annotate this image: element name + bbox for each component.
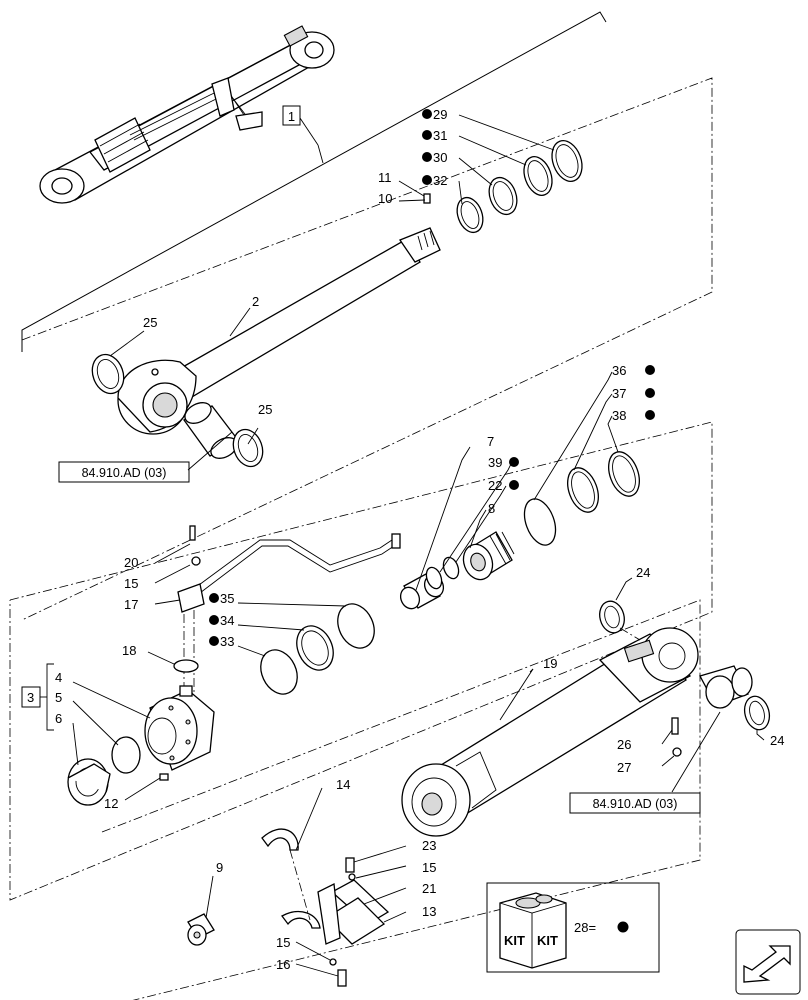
callout-24-right: 24: [770, 733, 784, 748]
kit-legend: KIT KIT 28=: [486, 882, 660, 973]
piston-components: [399, 371, 640, 610]
callout-25-mid: 25: [258, 402, 272, 417]
callout-1-box: 1: [282, 105, 324, 164]
assembly-frames: [9, 11, 713, 1000]
cylinder-head: [21, 663, 215, 806]
kit-dot-32: [422, 175, 432, 185]
kit-label-1: KIT: [504, 933, 525, 948]
hydraulic-pipe: [154, 525, 401, 700]
kit-box-icon: KIT KIT: [499, 892, 567, 969]
callout-13: 13: [422, 904, 436, 919]
assembled-cylinder-illustration: [39, 25, 335, 204]
callout-22: 22: [488, 478, 502, 493]
spacer-9: [187, 875, 215, 946]
callout-12: 12: [104, 796, 118, 811]
next-page-arrow-icon[interactable]: [735, 929, 801, 995]
callout-5: 5: [55, 690, 62, 705]
callout-33: 33: [220, 634, 234, 649]
kit-dot-35: [209, 593, 219, 603]
callout-10: 10: [378, 191, 392, 206]
seal-kit-lower: [147, 602, 375, 695]
kit-dot-22: [509, 480, 519, 490]
kit-legend-dot: [617, 921, 629, 933]
kit-dot-39: [509, 457, 519, 467]
callout-29: 29: [433, 107, 447, 122]
grease-fitting: [398, 180, 431, 204]
kit-dot-38: [645, 410, 655, 420]
kit-dot-36: [645, 365, 655, 375]
piston-rod: [117, 227, 441, 435]
kit-item-label: 28=: [574, 920, 596, 935]
kit-dot-31: [422, 130, 432, 140]
callout-27: 27: [617, 760, 631, 775]
callout-9: 9: [216, 860, 223, 875]
callout-32: 32: [433, 173, 447, 188]
callout-3: 3: [27, 690, 34, 705]
callout-15-mid: 15: [422, 860, 436, 875]
callout-8: 8: [488, 501, 495, 516]
callout-17: 17: [124, 597, 138, 612]
callout-21: 21: [422, 881, 436, 896]
callout-31: 31: [433, 128, 447, 143]
callout-4: 4: [55, 670, 62, 685]
callout-7: 7: [487, 434, 494, 449]
callout-15-top: 15: [124, 576, 138, 591]
cylinder-barrel: [401, 627, 699, 837]
callout-1: 1: [288, 109, 295, 124]
reference-link-right[interactable]: 84.910.AD (03): [569, 792, 701, 814]
kit-dot-34: [209, 615, 219, 625]
callout-37: 37: [612, 386, 626, 401]
callout-36: 36: [612, 363, 626, 378]
barrel-end-bushing: [599, 577, 771, 793]
kit-label-2: KIT: [537, 933, 558, 948]
callout-26: 26: [617, 737, 631, 752]
callout-39: 39: [488, 455, 502, 470]
callout-6: 6: [55, 711, 62, 726]
callout-18: 18: [122, 643, 136, 658]
callout-34: 34: [220, 613, 234, 628]
reference-link-top-label: 84.910.AD (03): [82, 466, 167, 480]
callout-35: 35: [220, 591, 234, 606]
callout-16: 16: [276, 957, 290, 972]
callout-labels: 29 31 30 32 11 10 2 25 25 36 37 38 7 39 …: [27, 107, 784, 972]
callout-11: 11: [378, 170, 392, 185]
kit-dot-33: [209, 636, 219, 646]
callout-20: 20: [124, 555, 138, 570]
callout-25-top: 25: [143, 315, 157, 330]
callout-30: 30: [433, 150, 447, 165]
kit-dot-30: [422, 152, 432, 162]
callout-38: 38: [612, 408, 626, 423]
kit-dot-29: [422, 109, 432, 119]
reference-link-top[interactable]: 84.910.AD (03): [58, 461, 190, 483]
callout-2: 2: [252, 294, 259, 309]
seal-kit-upper: [456, 114, 583, 234]
callout-15-bottom: 15: [276, 935, 290, 950]
kit-dot-37: [645, 388, 655, 398]
callout-23: 23: [422, 838, 436, 853]
callout-19: 19: [543, 656, 557, 671]
callout-14: 14: [336, 777, 350, 792]
pipe-clamp: [261, 787, 407, 987]
reference-link-right-label: 84.910.AD (03): [593, 797, 678, 811]
rod-end-bushing: [91, 353, 264, 468]
callout-24-top: 24: [636, 565, 650, 580]
